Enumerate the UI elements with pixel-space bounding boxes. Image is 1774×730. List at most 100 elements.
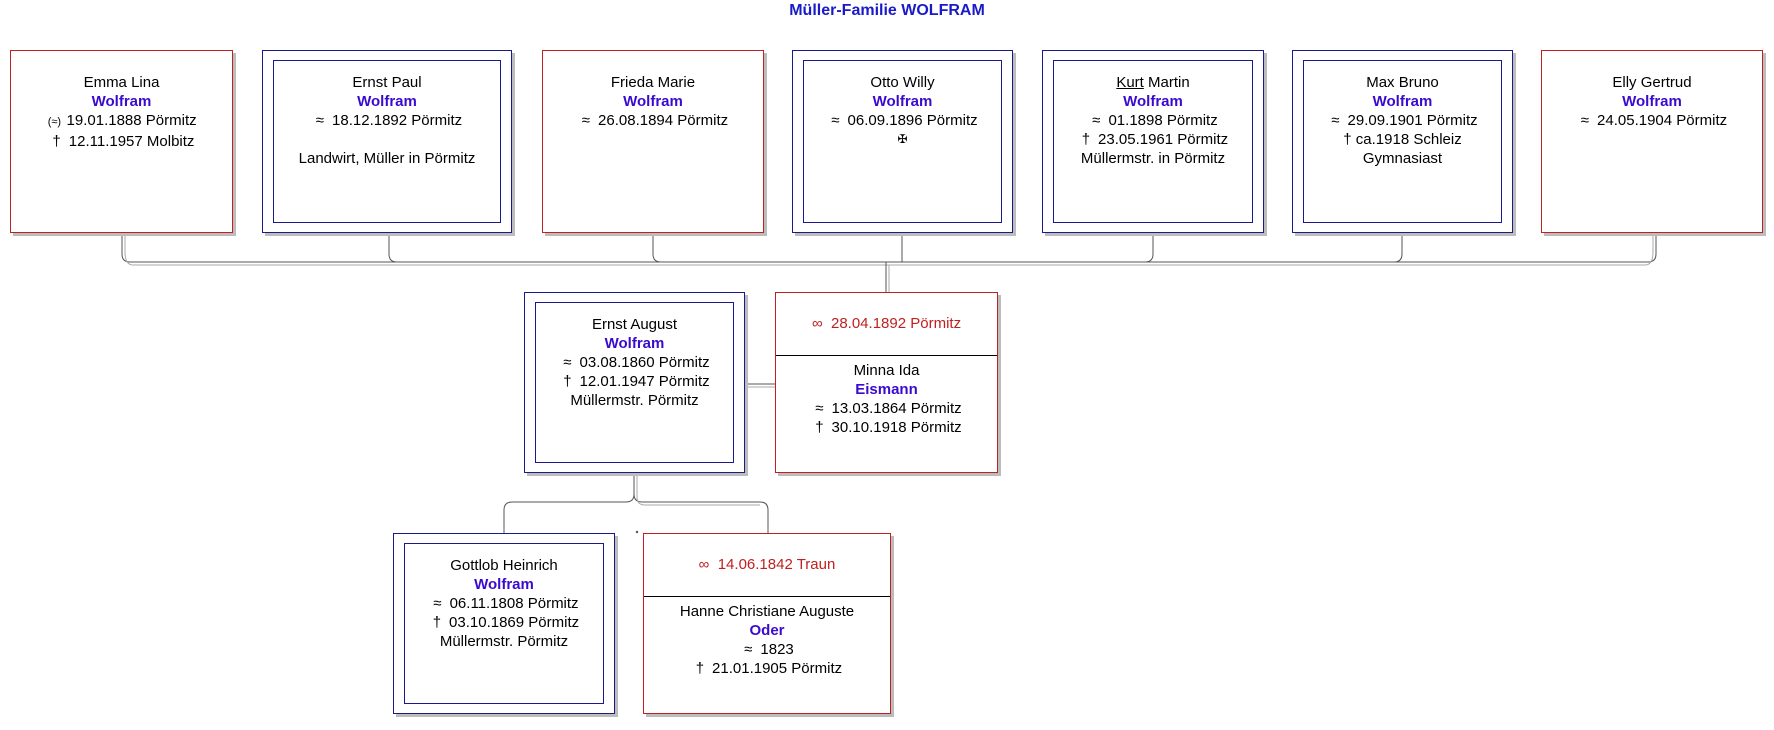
person-given-name: Gottlob Heinrich: [450, 557, 558, 574]
death-date: 12.01.1947 Pörmitz: [579, 373, 710, 390]
person-box-frieda-marie[interactable]: Frieda Marie Wolfram ≈ 26.08.1894 Pörmit…: [542, 50, 764, 233]
child-drop-kurt: [1144, 235, 1154, 263]
person-surname: Wolfram: [604, 335, 665, 352]
person-given-name: Frieda Marie: [610, 74, 696, 91]
baptism-icon: ≈: [433, 595, 442, 612]
call-name: Kurt: [1116, 74, 1144, 91]
marriage-header: ∞ 14.06.1842 Traun: [644, 534, 890, 597]
baptism-icon: ≈: [315, 112, 324, 129]
person-surname: Wolfram: [1622, 93, 1682, 110]
fallen-soldier-cross-icon: ✠: [897, 132, 908, 146]
baptism-illegitimate-icon: (≈): [47, 116, 62, 128]
person-given-name: Otto Willy: [870, 74, 935, 91]
occupation-note: Müllermstr. Pörmitz: [570, 392, 699, 409]
birth-date: 18.12.1892 Pörmitz: [332, 112, 463, 129]
grandparents-bracket-shadow: [636, 475, 760, 506]
box-inner-frame: [803, 60, 1002, 223]
birth-date: 13.03.1864 Pörmitz: [831, 400, 962, 417]
baptism-icon: ≈: [1092, 112, 1101, 129]
baptism-icon: ≈: [563, 354, 572, 371]
children-bracket-line: [121, 235, 1657, 263]
grandparents-bracket-right: [633, 493, 769, 533]
child-drop-frieda: [652, 235, 662, 263]
person-surname: Wolfram: [1372, 93, 1433, 110]
person-surname: Wolfram: [623, 93, 683, 110]
person-given-name: Elly Gertrud: [1612, 74, 1692, 91]
marriage-rings-icon: ∞: [811, 315, 823, 332]
children-bracket-shadow: [124, 235, 1654, 266]
occupation-note: Müllermstr. Pörmitz: [439, 633, 569, 650]
baptism-icon: ≈: [581, 112, 590, 129]
person-given-name: Ernst Paul: [352, 74, 422, 91]
box-inner-frame: [404, 543, 604, 704]
occupation-note: Müllermstr. in Pörmitz: [1080, 150, 1226, 167]
person-surname: Wolfram: [357, 93, 417, 110]
baptism-icon: ≈: [815, 400, 824, 417]
person-given-name: Emma Lina: [83, 74, 160, 91]
baptism-icon: ≈: [744, 641, 753, 658]
birth-date: 29.09.1901 Pörmitz: [1347, 112, 1478, 129]
birth-date: 1823: [760, 641, 794, 658]
person-given-name: Ernst August: [591, 316, 678, 333]
marriage-date: 28.04.1892 Pörmitz: [830, 315, 962, 332]
death-cross-icon: †: [52, 133, 61, 150]
box-inner-frame: [535, 302, 734, 463]
death-date: 30.10.1918 Pörmitz: [831, 419, 962, 436]
birth-date: 06.11.1808 Pörmitz: [449, 595, 579, 612]
birth-date: 19.01.1888 Pörmitz: [66, 112, 197, 129]
person-box-ernst-august[interactable]: Ernst August Wolfram ≈ 03.08.1860 Pörmit…: [524, 292, 745, 473]
box-inner-frame: [1303, 60, 1502, 223]
marriage-rings-icon: ∞: [698, 556, 710, 573]
spouse-box-minna-ida[interactable]: ∞ 28.04.1892 Pörmitz Minna Ida Eismann ≈…: [775, 292, 998, 473]
baptism-icon: ≈: [1580, 112, 1589, 129]
death-cross-icon: †: [695, 660, 705, 677]
birth-date: 24.05.1904 Pörmitz: [1597, 112, 1728, 129]
person-box-emma-lina[interactable]: Emma Lina Wolfram (≈) 19.01.1888 Pörmitz…: [10, 50, 233, 233]
box-inner-frame: [273, 60, 501, 223]
person-box-gottlob-heinrich[interactable]: Gottlob Heinrich Wolfram ≈ 06.11.1808 Pö…: [393, 533, 615, 714]
person-surname: Wolfram: [1123, 93, 1183, 110]
person-surname: Wolfram: [872, 93, 933, 110]
birth-date: 26.08.1894 Pörmitz: [598, 112, 729, 129]
death-cross-icon: †: [1081, 131, 1091, 148]
death-date: 12.11.1957 Molbitz: [68, 133, 195, 150]
person-box-max-bruno[interactable]: Max Bruno Wolfram ≈ 29.09.1901 Pörmitz †…: [1292, 50, 1513, 233]
baptism-icon: ≈: [831, 112, 840, 129]
person-box-elly-gertrud[interactable]: Elly Gertrud Wolfram ≈ 24.05.1904 Pörmit…: [1541, 50, 1763, 233]
person-given-name: Kurt Martin: [1116, 74, 1190, 91]
spouse-box-hanne-christiane[interactable]: ∞ 14.06.1842 Traun Hanne Christiane Augu…: [643, 533, 891, 714]
occupation-note: Landwirt, Müller in Pörmitz: [298, 150, 476, 167]
death-date: ca.1918 Schleiz: [1355, 131, 1462, 148]
person-given-name: Max Bruno: [1366, 74, 1439, 91]
death-cross-icon: †: [432, 614, 442, 631]
person-box-kurt-martin[interactable]: Kurt Martin Wolfram ≈ 01.1898 Pörmitz † …: [1042, 50, 1264, 233]
birth-date: 06.09.1896 Pörmitz: [847, 112, 978, 129]
birth-date: 03.08.1860 Pörmitz: [579, 354, 710, 371]
box-inner-frame: [1053, 60, 1253, 223]
death-date: 21.01.1905 Pörmitz: [712, 660, 843, 677]
person-box-ernst-paul[interactable]: Ernst Paul Wolfram ≈ 18.12.1892 Pörmitz …: [262, 50, 512, 233]
death-cross-icon: †: [1343, 131, 1352, 148]
chart-title: Müller-Familie WOLFRAM: [789, 2, 985, 19]
marriage-date: 14.06.1842 Traun: [717, 556, 836, 573]
child-drop-max: [1393, 235, 1403, 263]
child-drop-ernst-paul: [388, 235, 398, 263]
death-cross-icon: †: [563, 373, 572, 390]
person-surname: Oder: [749, 622, 785, 639]
person-box-otto-willy[interactable]: Otto Willy Wolfram ≈ 06.09.1896 Pörmitz …: [792, 50, 1013, 233]
marriage-header: ∞ 28.04.1892 Pörmitz: [776, 293, 997, 356]
grandparents-bracket-line: [503, 475, 635, 533]
occupation-note: Gymnasiast: [1362, 150, 1443, 167]
person-surname: Eismann: [855, 381, 918, 398]
death-cross-icon: †: [815, 419, 824, 436]
death-date: 23.05.1961 Pörmitz: [1098, 131, 1229, 148]
person-surname: Wolfram: [91, 93, 152, 110]
birth-date: 01.1898 Pörmitz: [1108, 112, 1218, 129]
baptism-icon: ≈: [1331, 112, 1340, 129]
person-given-name: Minna Ida: [853, 362, 920, 379]
couple-link-dot: [635, 530, 639, 534]
person-given-name: Hanne Christiane Auguste: [679, 603, 855, 620]
person-surname: Wolfram: [474, 576, 534, 593]
death-date: 03.10.1869 Pörmitz: [449, 614, 580, 631]
